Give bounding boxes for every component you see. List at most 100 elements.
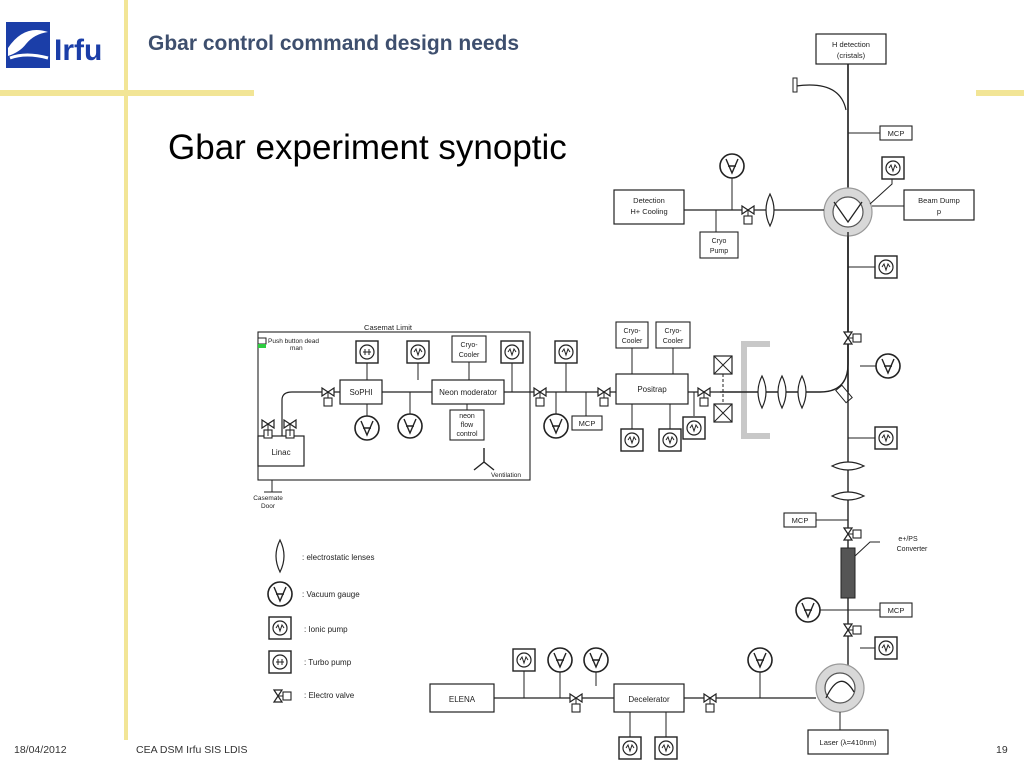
neon-flow-label-b: flow: [461, 422, 474, 429]
ionic-pump-icon: [554, 340, 578, 364]
electrostatic-lens-icon: [765, 193, 775, 227]
legend-electro-valve-icon: [273, 689, 292, 703]
faraday-cup-icon: [792, 77, 798, 93]
cryo-cooler-label-a: Cryo-: [664, 328, 682, 335]
irfu-logo-icon: Irfu: [6, 22, 102, 68]
ionic-pump-icon: [406, 340, 430, 364]
legend-vacuum-gauge-label: : Vacuum gauge: [302, 590, 360, 599]
converter-label-b: Converter: [897, 546, 928, 553]
mcp-left-box: [571, 415, 603, 431]
electrostatic-lens-icon: [831, 491, 865, 501]
turbo-pump-icon: [355, 340, 379, 364]
cryo-pump-label-a: Cryo: [712, 238, 727, 245]
electro-valve-icon: [843, 623, 862, 637]
detection-box: [613, 189, 685, 225]
decelerator-label: Decelerator: [628, 695, 670, 704]
mcp-top-label: MCP: [888, 129, 905, 138]
mcp-low-label: MCP: [888, 606, 905, 615]
legend-ionic-pump-icon: [268, 616, 292, 640]
ventilation-fan-icon: [473, 448, 495, 471]
push-button-label-2: man: [290, 345, 303, 352]
mcp-low-box: [879, 602, 913, 618]
deflector-icon: [835, 384, 853, 404]
converter-label-a: e+/PS: [898, 536, 918, 543]
ionic-pump-icon: [874, 636, 898, 660]
decelerator-box: [613, 683, 685, 713]
linac-label: Linac: [271, 448, 290, 457]
legend-electro-valve-label: : Electro valve: [304, 691, 355, 700]
casemat-label: Casemat Limit: [364, 323, 413, 332]
cryo-cooler-label-b: Cooler: [622, 338, 643, 345]
cryo-cooler-label-b: Cooler: [663, 338, 684, 345]
push-button-light-icon: [258, 344, 266, 348]
horizontal-accent-bar-left: [0, 90, 124, 96]
elena-label: ELENA: [449, 695, 476, 704]
electro-valve-icon: [703, 693, 717, 713]
ionic-pump-icon: [512, 648, 536, 672]
ionic-pump-icon: [658, 428, 682, 452]
cryo-cooler-label-a: Cryo-: [460, 342, 478, 349]
electrostatic-lens-icon: [831, 461, 865, 471]
electro-valve-icon: [569, 693, 583, 713]
electro-valve-icon: [843, 331, 862, 345]
legend-vacuum-gauge-icon: [267, 581, 293, 607]
electro-valve-icon: [697, 387, 711, 407]
converter-block: [840, 547, 856, 599]
laser-box: [807, 729, 889, 755]
ionic-pump-icon: [874, 426, 898, 450]
neon-flow-label-a: neon: [459, 413, 475, 420]
vacuum-gauge-icon: [354, 415, 380, 441]
vacuum-gauge-icon: [397, 413, 423, 439]
electro-valve-icon: [597, 387, 611, 407]
legend-lens-icon: [275, 539, 285, 573]
mcp-top-box: [879, 125, 913, 141]
casemate-door-label-1: Casemate: [253, 495, 283, 502]
neon-moderator-label: Neon moderator: [439, 388, 497, 397]
shield-bracket: [741, 341, 770, 439]
legend-ionic-pump-label: : Ionic pump: [304, 625, 348, 634]
electro-valve-icon: [843, 527, 862, 541]
footer-date: 18/04/2012: [14, 744, 67, 756]
vacuum-gauge-icon: [547, 647, 573, 673]
vacuum-gauge-icon: [747, 647, 773, 673]
neon-flow-label-c: control: [456, 431, 477, 438]
h-detection-label-a: H detection: [832, 40, 870, 49]
neon-moderator-box: [431, 379, 505, 405]
beam-dump-label-a: Beam Dump: [918, 196, 960, 205]
legend-turbo-pump-icon: [268, 650, 292, 674]
footer-page-number: 19: [996, 744, 1008, 756]
horizontal-accent-bar-right: [976, 90, 1024, 96]
electrostatic-lens-icon: [777, 375, 787, 409]
electro-valve-icon: [321, 387, 335, 407]
legend-lenses-label: : electrostatic lenses: [302, 553, 374, 562]
vertical-accent-bar: [124, 0, 128, 740]
cryo-pump-label-b: Pump: [710, 248, 728, 255]
push-button-icon: [257, 337, 267, 345]
ventilation-label: Ventilation: [491, 472, 521, 479]
ionic-pump-icon: [500, 340, 524, 364]
beam-dump-box: [903, 189, 975, 221]
h-detection-label-b: (cristals): [837, 51, 866, 60]
linac-box: [257, 435, 305, 467]
vacuum-gauge-icon: [719, 153, 745, 179]
horizontal-accent-bar-mid: [128, 90, 254, 96]
legend: : electrostatic lenses : Vacuum gauge : …: [267, 539, 374, 703]
elena-box: [429, 683, 495, 713]
h-detection-box: [815, 33, 887, 65]
push-button-label-1: Push button dead: [268, 338, 319, 345]
slide-title: Gbar experiment synoptic: [168, 128, 567, 167]
electrostatic-lens-icon: [797, 375, 807, 409]
logo-text: Irfu: [54, 34, 102, 67]
footer-org: CEA DSM Irfu SIS LDIS: [136, 744, 248, 756]
cryo-cooler-label-a: Cryo-: [623, 328, 641, 335]
cryo-cooler-label-b: Cooler: [459, 352, 480, 359]
positrap-box: [615, 373, 689, 405]
laser-label: Laser (λ=410nm): [820, 738, 877, 747]
cryo-pump-box: [699, 231, 739, 259]
ionic-pump-icon: [620, 428, 644, 452]
positrap-label: Positrap: [637, 385, 667, 394]
ionic-pump-icon: [881, 156, 905, 180]
legend-turbo-pump-label: : Turbo pump: [304, 658, 352, 667]
ionic-pump-icon: [874, 255, 898, 279]
